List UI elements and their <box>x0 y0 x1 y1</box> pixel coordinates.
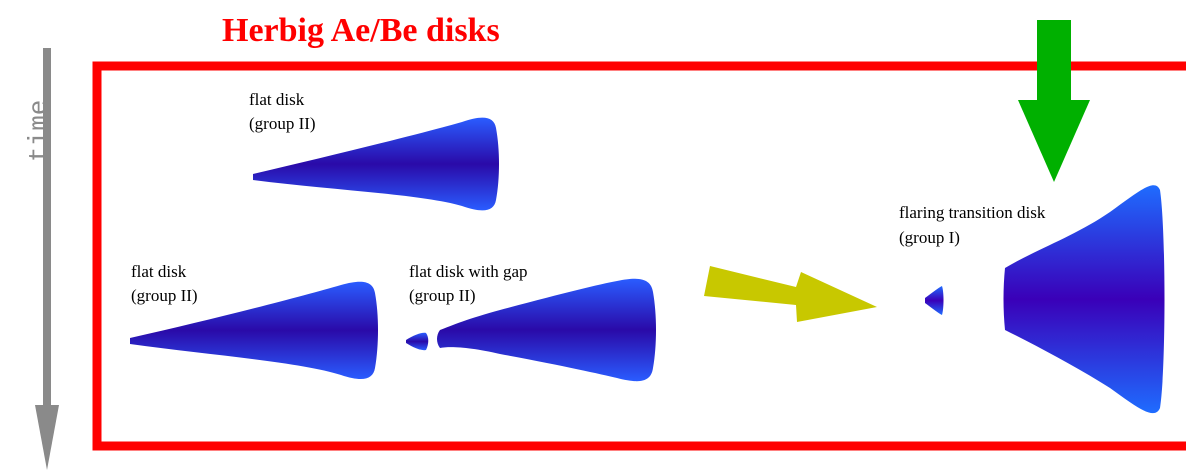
time-arrow-shaft <box>43 48 51 408</box>
group-frame <box>92 61 1186 451</box>
flaring-disk-label-line2: (group I) <box>899 228 960 247</box>
flaring-disk-inner <box>925 286 944 315</box>
evolution-arrow-icon <box>704 266 877 322</box>
flat-disk-top <box>253 117 499 211</box>
diagram-title: Herbig Ae/Be disks <box>222 12 500 49</box>
flat-disk-top-label-line1: flat disk <box>249 90 305 109</box>
time-arrow-head <box>35 405 59 470</box>
flaring-disk-outer <box>1003 185 1165 414</box>
gap-disk-outer <box>437 278 656 382</box>
flat-disk-top-label-line2: (group II) <box>249 114 316 133</box>
flaring-disk-label-line1: flaring transition disk <box>899 203 1046 222</box>
gap-disk-label-line2: (group II) <box>409 286 476 305</box>
flat-disk-left <box>130 281 378 380</box>
gap-disk-inner <box>406 332 429 351</box>
gap-disk-label-line1: flat disk with gap <box>409 262 528 281</box>
incoming-arrow-icon <box>1018 20 1090 182</box>
flat-disk-left-label-line2: (group II) <box>131 286 198 305</box>
flat-disk-left-label-line1: flat disk <box>131 262 187 281</box>
